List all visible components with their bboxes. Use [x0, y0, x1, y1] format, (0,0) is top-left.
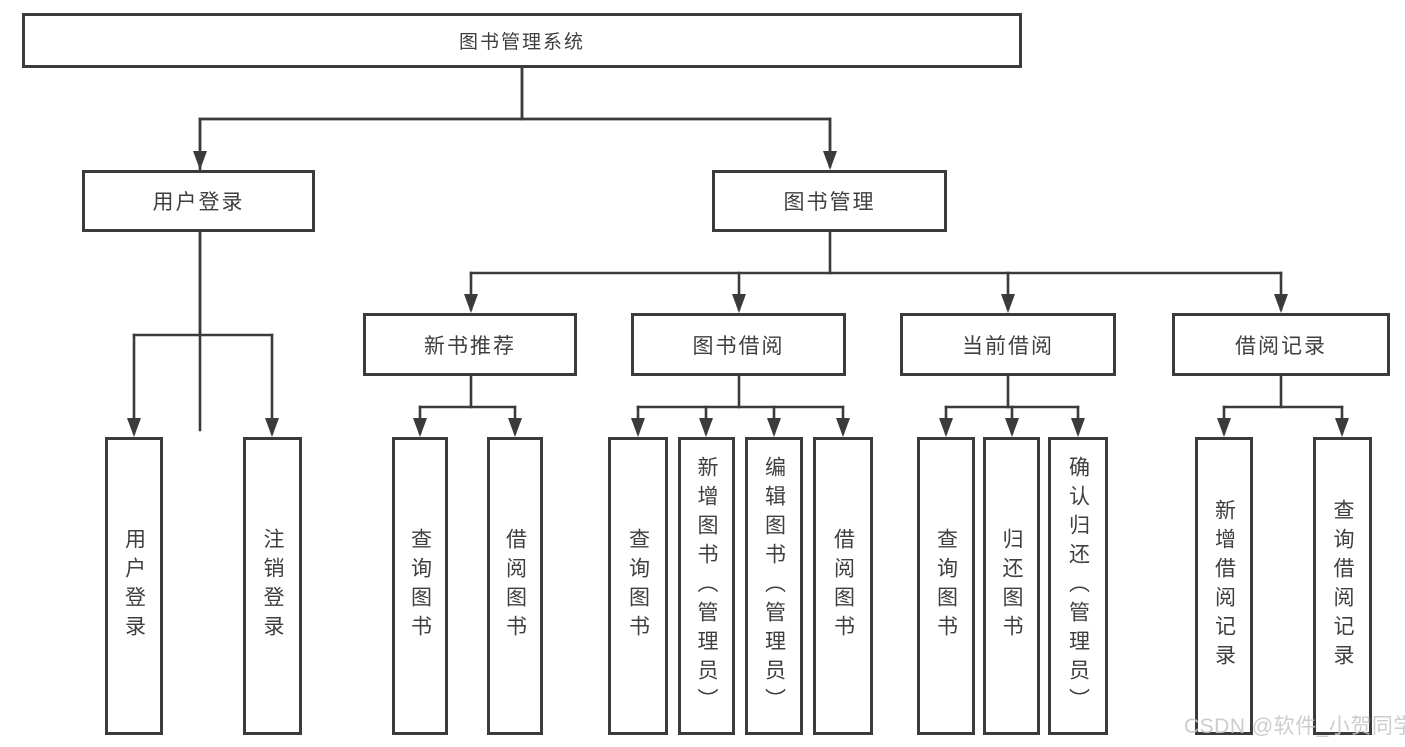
leaf-borrow-query-books-label: 查询图书 [626, 528, 650, 644]
leaf-records-add-borrow-record-label: 新增借阅记录 [1212, 499, 1236, 673]
leaf-records-query-borrow-record: 查询借阅记录 [1313, 437, 1372, 735]
leaf-newbook-query-books: 查询图书 [392, 437, 448, 735]
connector-borrow-records-branch [1222, 374, 1344, 435]
node-new-book-recommend-label: 新书推荐 [424, 334, 516, 358]
leaf-logout-label: 注销登录 [261, 528, 284, 644]
leaf-borrow-add-books-admin: 新增图书（管理员） [678, 437, 735, 735]
connector-new-book-branch [418, 374, 517, 435]
leaf-current-confirm-return-admin-label: 确认归还（管理员） [1066, 455, 1090, 717]
leaf-borrow-add-books-admin-label: 新增图书（管理员） [695, 455, 718, 717]
leaf-borrow-edit-books-admin-label: 编辑图书（管理员） [762, 455, 786, 717]
node-book-borrow: 图书借阅 [631, 313, 846, 376]
leaf-newbook-borrow-books: 借阅图书 [487, 437, 543, 735]
leaf-current-query-books: 查询图书 [917, 437, 975, 735]
leaf-logout: 注销登录 [243, 437, 302, 735]
leaf-user-login: 用户登录 [105, 437, 163, 735]
leaf-current-query-books-label: 查询图书 [934, 528, 958, 644]
node-borrow-records-label: 借阅记录 [1235, 334, 1327, 358]
leaf-borrow-edit-books-admin: 编辑图书（管理员） [745, 437, 803, 735]
arrowheads [127, 151, 1349, 437]
leaf-user-login-label: 用户登录 [122, 528, 146, 644]
node-user-login: 用户登录 [82, 170, 315, 232]
node-book-borrow-label: 图书借阅 [692, 334, 785, 358]
leaf-current-confirm-return-admin: 确认归还（管理员） [1048, 437, 1108, 735]
node-new-book-recommend: 新书推荐 [363, 313, 577, 376]
node-book-mgmt-label: 图书管理 [783, 191, 876, 214]
node-borrow-records: 借阅记录 [1172, 313, 1390, 376]
leaf-borrow-borrow-books: 借阅图书 [813, 437, 873, 735]
node-root: 图书管理系统 [22, 13, 1022, 68]
leaf-newbook-query-books-label: 查询图书 [408, 528, 432, 644]
connector-user-login-branch [132, 230, 274, 435]
watermark: CSDN @软件_小贺同学 [1184, 715, 1405, 738]
leaf-current-return-books: 归还图书 [983, 437, 1040, 735]
node-user-login-label: 用户登录 [152, 191, 245, 214]
leaf-borrow-query-books: 查询图书 [608, 437, 668, 735]
node-current-borrow: 当前借阅 [900, 313, 1116, 376]
node-root-label: 图书管理系统 [458, 32, 585, 53]
node-book-mgmt: 图书管理 [712, 170, 947, 232]
node-current-borrow-label: 当前借阅 [962, 334, 1054, 358]
leaf-borrow-borrow-books-label: 借阅图书 [831, 528, 855, 644]
leaf-current-return-books-label: 归还图书 [1000, 528, 1023, 644]
connector-book-mgmt-branch [469, 230, 1283, 311]
leaf-newbook-borrow-books-label: 借阅图书 [503, 528, 527, 644]
leaf-records-add-borrow-record: 新增借阅记录 [1195, 437, 1253, 735]
connector-book-borrow-branch [636, 374, 845, 435]
leaf-records-query-borrow-record-label: 查询借阅记录 [1331, 499, 1354, 673]
